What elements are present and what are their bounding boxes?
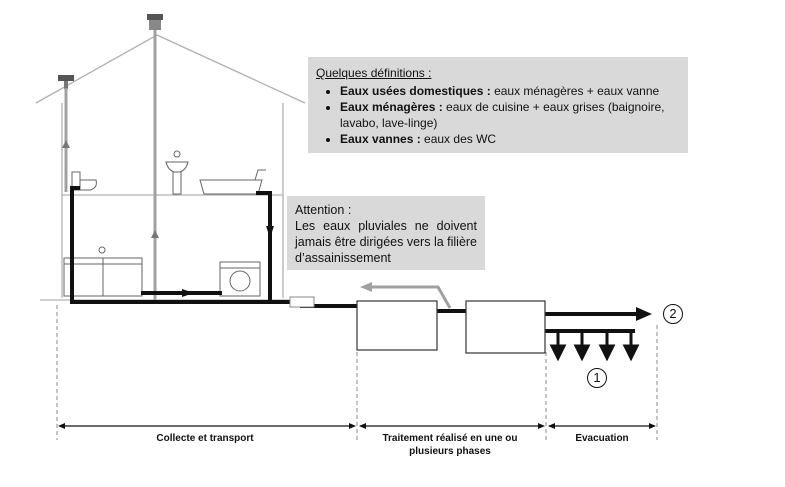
segment-label-evacuation: Evacuation — [575, 433, 629, 444]
segment-label-collecte: Collecte et transport — [156, 433, 254, 444]
marker-two: 2 — [663, 304, 683, 324]
section-dividers — [56, 305, 658, 440]
vent-cap-top-icon — [147, 14, 163, 30]
definition-text: eaux ménagères + eaux vanne — [490, 84, 660, 98]
segment-label-traitement: Traitement réalisé en une ou plusieurs p… — [382, 433, 518, 457]
definition-item: Eaux vannes : eaux des WC — [340, 131, 680, 147]
definition-item: Eaux usées domestiques : eaux ménagères … — [340, 83, 680, 99]
segment-arrowheads — [58, 423, 656, 429]
washing-machine-icon — [219, 261, 261, 297]
definition-text: eaux des WC — [420, 132, 497, 146]
rainwater-pipe — [368, 285, 452, 309]
definitions-list: Eaux usées domestiques : eaux ménagères … — [316, 83, 680, 147]
definitions-box: Quelques définitions : Eaux usées domest… — [308, 57, 688, 153]
definition-term: Eaux ménagères : — [340, 100, 443, 114]
rainwater-arrow-icon — [360, 282, 372, 292]
infiltration-arrows — [549, 331, 640, 362]
attention-text: Les eaux pluviales ne doivent jamais êtr… — [295, 219, 478, 265]
attention-box: Attention : Les eaux pluviales ne doiven… — [287, 196, 485, 270]
bathtub-icon — [199, 169, 266, 195]
definition-term: Eaux usées domestiques : — [340, 84, 491, 98]
vent-arrow-mid-icon — [151, 230, 159, 238]
inspection-box — [289, 296, 315, 308]
outlet-arrow-icon — [636, 307, 652, 321]
kitchen-unit-icon — [63, 246, 143, 297]
flow-arrow-down-icon — [266, 226, 274, 238]
vent-cap-left-icon — [58, 75, 74, 89]
treatment-box-2 — [465, 300, 546, 354]
treatment-box-1 — [356, 300, 438, 351]
vent-arrow-left-icon — [62, 140, 70, 148]
attention-title: Attention : — [295, 203, 352, 217]
washbasin-icon — [165, 150, 189, 195]
definition-text: eaux de cuisine + eaux grises (baignoire… — [340, 100, 665, 130]
waste-pipes — [70, 186, 640, 333]
definitions-title: Quelques définitions : — [316, 66, 432, 80]
definition-item: Eaux ménagères : eaux de cuisine + eaux … — [340, 99, 680, 131]
flow-arrow-kitchen-icon — [182, 289, 194, 297]
marker-one: 1 — [587, 368, 607, 388]
definition-term: Eaux vannes : — [340, 132, 421, 146]
